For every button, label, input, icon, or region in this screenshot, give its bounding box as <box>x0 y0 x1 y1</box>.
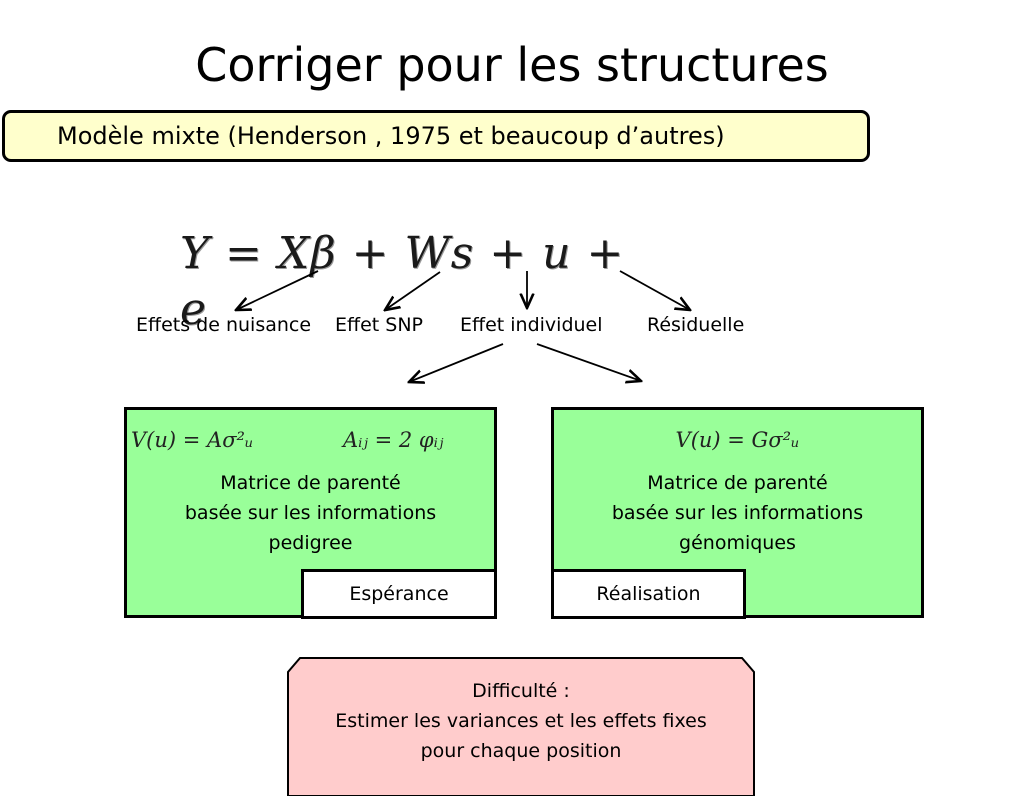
arrow-to-genomic <box>536 343 641 381</box>
genomic-description: Matrice de parenté basée sur les informa… <box>611 472 864 554</box>
slide-title: Corriger pour les structures <box>195 38 829 92</box>
difficulty-text: Difficulté : Estimer les variances et le… <box>335 680 707 762</box>
genomic-variance-formula: V(u) = Gσ²ᵤ <box>675 428 800 452</box>
realization-tag: Réalisation <box>551 569 746 619</box>
label-residual: Résiduelle <box>647 314 745 336</box>
arrow-to-pedigree <box>409 343 504 382</box>
kinship-formula: Aᵢⱼ = 2 φᵢⱼ <box>343 428 444 452</box>
pedigree-description: Matrice de parenté basée sur les informa… <box>184 472 437 554</box>
pedigree-variance-formula: V(u) = Aσ²ᵤ <box>131 428 254 452</box>
difficulty-box <box>287 657 755 796</box>
model-banner: Modèle mixte (Henderson , 1975 et beauco… <box>2 110 870 162</box>
label-snp-effect: Effet SNP <box>335 314 424 336</box>
label-individual-effect: Effet individuel <box>460 314 603 336</box>
label-nuisance-effects: Effets de nuisance <box>136 314 312 336</box>
expectation-tag: Espérance <box>301 569 497 619</box>
